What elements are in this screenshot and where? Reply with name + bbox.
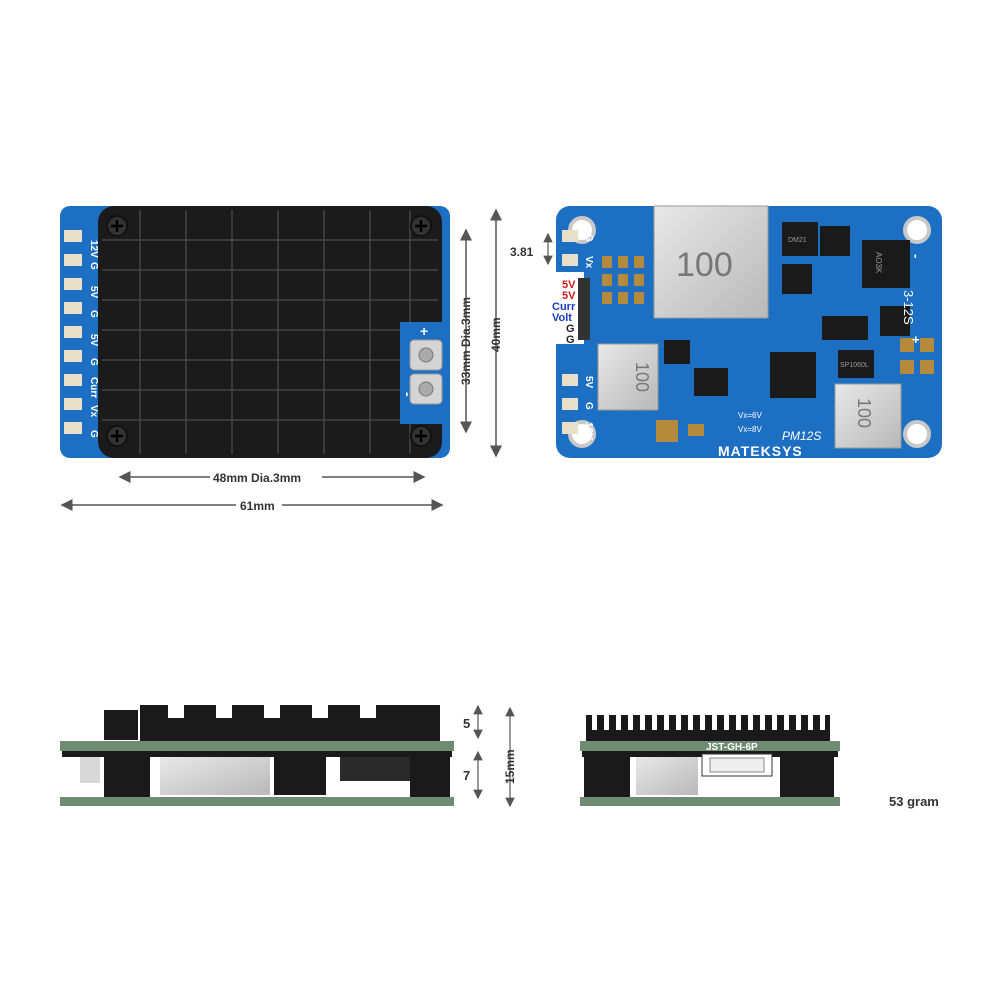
back-plus-label: + (912, 332, 920, 347)
back-pad-label: G (583, 402, 594, 410)
side-view-left (60, 704, 454, 806)
conn-5v-2: 5V (562, 290, 576, 302)
front-pad-column (64, 230, 82, 434)
dim-48mm: 48mm Dia.3mm (213, 471, 301, 485)
minus-label: - (400, 392, 416, 397)
jst-connector (578, 278, 590, 340)
pitch-dimension: 3.81 (510, 232, 553, 266)
vx-8v-label: Vx=8V (738, 425, 762, 434)
dim-33mm: 33mm Dia.3mm (459, 297, 473, 385)
plus-label: + (420, 323, 428, 339)
chip-ao3k (862, 240, 910, 288)
screw-icons (106, 215, 432, 447)
front-pad-label: Curr (88, 377, 99, 398)
front-pad-label: 5V (88, 334, 99, 347)
vx-6v-label: Vx=6V (738, 411, 762, 420)
front-pad-label: 12V (88, 240, 99, 258)
front-pad-label: G (88, 262, 99, 270)
inductor-right-label: 100 (854, 398, 874, 428)
battery-pad-area (400, 322, 450, 424)
chip2-label: AO3K (874, 252, 883, 274)
inductor-main-label: 100 (676, 246, 733, 284)
dim-3-81: 3.81 (510, 245, 534, 259)
back-pad-label: 12V (583, 422, 594, 440)
chip3-label: SP1060L (840, 362, 869, 369)
dim-61mm: 61mm (240, 499, 275, 513)
passive-components (602, 256, 934, 442)
side-view-right: JST-GH-6P (580, 706, 840, 806)
back-pad-label: G (583, 234, 594, 242)
dim-7: 7 (463, 768, 470, 783)
back-pad-label: Vx (583, 256, 594, 269)
front-dimensions: 33mm Dia.3mm 40mm 48mm Dia.3mm 61mm (60, 208, 503, 513)
chip1-label: DM21 (788, 237, 807, 244)
front-pad-label: G (88, 430, 99, 438)
conn-volt: Volt (552, 312, 572, 324)
heatsink-fins-side (586, 715, 830, 741)
dim-5: 5 (463, 716, 470, 731)
back-pads (562, 230, 578, 434)
front-pad-label: G (88, 358, 99, 366)
front-pad-label: 5V (88, 286, 99, 299)
inductor-main (653, 205, 769, 319)
inductor-left (597, 343, 659, 411)
input-voltage-label: 3-12S (901, 290, 916, 325)
dim-15mm: 15mm (503, 749, 517, 784)
back-pad-label: 5V (583, 376, 594, 389)
ic-chips: DM21 AO3K SP1060L (664, 222, 910, 398)
conn-g-2: G (566, 334, 575, 346)
front-pad-label: G (88, 310, 99, 318)
conn-curr: Curr (552, 301, 576, 313)
board-front-view: 12V G 5V G 5V G Curr Vx G (60, 206, 450, 458)
heatsink-grooves (102, 239, 438, 421)
front-pad-labels: 12V G 5V G 5V G Curr Vx G (88, 240, 99, 438)
heatsink-side (140, 705, 440, 741)
brand-label: MATEKSYS (718, 443, 803, 459)
conn-5v-1: 5V (562, 279, 576, 291)
dim-40mm: 40mm (489, 317, 503, 352)
side-dimensions: 5 7 15mm (463, 704, 517, 808)
board-back-view: 100 100 100 DM21 AO3K SP1060L (548, 205, 942, 459)
front-pad-label: Vx (88, 405, 99, 418)
jst-label: JST-GH-6P (706, 742, 758, 753)
pcb-side-top (60, 741, 454, 751)
weight-label: 53 gram (889, 794, 939, 809)
inductor-left-label: 100 (632, 362, 652, 392)
heatsink (98, 206, 442, 458)
inductor-right (834, 383, 902, 449)
pcb-side-bottom (60, 797, 454, 806)
model-label: PM12S (782, 429, 821, 443)
inductor-side (160, 757, 270, 795)
conn-g-1: G (566, 323, 575, 335)
back-minus-label: - (909, 254, 924, 258)
